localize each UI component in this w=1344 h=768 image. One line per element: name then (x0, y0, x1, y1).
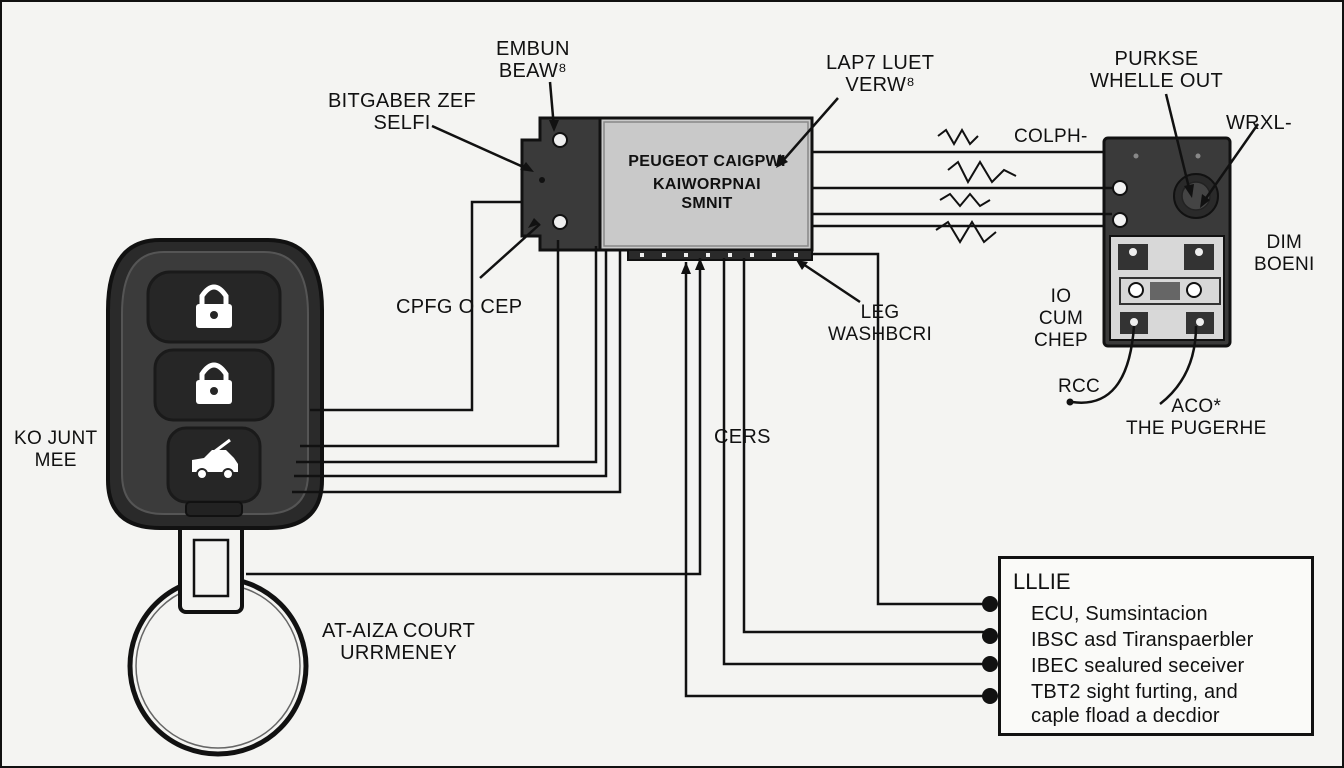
car-icon (192, 438, 238, 480)
module-screw-top (552, 132, 568, 148)
module-receiver-wires (812, 150, 1112, 228)
fob-attachment-slot (192, 538, 230, 598)
fob-module-wires (292, 200, 622, 494)
leader-lines (431, 81, 1260, 405)
label-cpfg: CPFG O CEP (396, 296, 523, 318)
legend-dot-4 (982, 688, 998, 704)
label-aco: ACO*THE PUGERHE (1126, 396, 1267, 439)
module-connector (627, 249, 813, 261)
receiver-terminal-2 (1112, 212, 1128, 228)
legend-item: TBT2 sight furting, and (1031, 681, 1238, 703)
legend-title: LLLIE (1013, 569, 1071, 594)
legend-box: LLLIE ECU, Sumsintacion IBSC asd Tiransp… (998, 556, 1314, 736)
fob-attachment (178, 518, 244, 614)
legend-dot-2 (982, 628, 998, 644)
module-legend-wires (246, 252, 990, 698)
module-screw-bottom (552, 214, 568, 230)
receiver-terminal-1 (1112, 180, 1128, 196)
legend-dot-3 (982, 656, 998, 672)
legend-dot-1 (982, 596, 998, 612)
signal-waves (935, 127, 1017, 244)
unlock-icon (196, 362, 232, 404)
control-module (598, 116, 814, 252)
label-colph: COLPH- (1014, 126, 1088, 147)
label-cers: CERS (714, 426, 771, 448)
legend-item: IBEC sealured seceiver (1031, 655, 1245, 677)
legend-item: IBSC asd Tiranspaerbler (1031, 629, 1254, 651)
label-wrxl: WRXL- (1226, 112, 1292, 134)
label-rcc: RCC (1058, 376, 1101, 397)
legend-item: caple fload a decdior (1031, 705, 1220, 727)
lock-icon (196, 284, 232, 328)
legend-item: ECU, Sumsintacion (1031, 603, 1208, 625)
control-module-text: PEUGEOT CAIGPWI KAIWORPNAI SMNIT (628, 153, 786, 212)
